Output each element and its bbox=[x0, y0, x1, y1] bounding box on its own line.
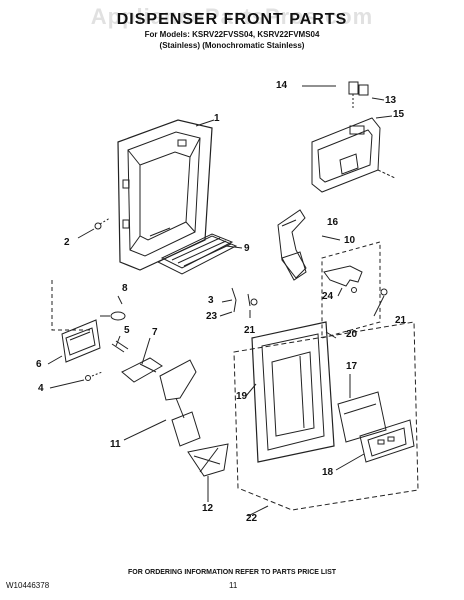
part-4-screw bbox=[85, 371, 103, 381]
callout-24: 24 bbox=[322, 291, 334, 302]
callout-21-right: 21 bbox=[395, 315, 407, 326]
callout-23: 23 bbox=[206, 311, 218, 322]
callout-14: 14 bbox=[276, 80, 288, 91]
part-13-14-clips bbox=[348, 81, 369, 110]
part-2-screw bbox=[94, 217, 111, 230]
callout-12: 12 bbox=[202, 503, 214, 514]
document-number: W10446378 bbox=[6, 581, 50, 590]
callout-4: 4 bbox=[38, 383, 44, 394]
callout-9: 9 bbox=[244, 243, 250, 254]
callout-13: 13 bbox=[385, 95, 397, 106]
part-1-housing bbox=[117, 119, 213, 271]
model-list: For Models: KSRV22FVSS04, KSRV22FVMS04 bbox=[144, 30, 320, 39]
part-8-sensor bbox=[100, 311, 126, 321]
callout-19: 19 bbox=[236, 391, 248, 402]
part-19-20-door bbox=[251, 321, 335, 463]
callout-1: 1 bbox=[214, 113, 220, 124]
part-5-spring bbox=[111, 340, 129, 353]
callout-10: 10 bbox=[344, 235, 356, 246]
part-3-23-pins bbox=[231, 287, 251, 313]
callout-17: 17 bbox=[346, 361, 358, 372]
page-number: 11 bbox=[229, 581, 238, 590]
callout-21-left: 21 bbox=[244, 325, 256, 336]
part-21-screw-left bbox=[250, 298, 258, 306]
part-16-lever bbox=[277, 209, 307, 281]
part-18-control bbox=[359, 419, 415, 463]
callout-6: 6 bbox=[36, 359, 42, 370]
callout-11: 11 bbox=[110, 439, 121, 450]
part-6-board bbox=[61, 319, 101, 363]
callout-20: 20 bbox=[346, 329, 358, 340]
watermark: AppliancePartsPros.com bbox=[90, 4, 374, 29]
callout-7: 7 bbox=[152, 327, 158, 338]
callout-5: 5 bbox=[124, 325, 130, 336]
callout-22: 22 bbox=[246, 513, 258, 524]
part-7-actuator bbox=[121, 357, 163, 383]
callout-16: 16 bbox=[327, 217, 339, 228]
callout-18: 18 bbox=[322, 467, 334, 478]
callout-2: 2 bbox=[64, 237, 70, 248]
part-10-24-switch bbox=[323, 265, 363, 293]
part-12-cup bbox=[187, 443, 229, 477]
part-11-paddle bbox=[159, 359, 201, 447]
part-15-bracket bbox=[311, 117, 396, 193]
part-17-panel bbox=[337, 391, 387, 443]
page-title: DISPENSER FRONT PARTS bbox=[116, 11, 348, 28]
callout-8: 8 bbox=[122, 283, 128, 294]
part-21-screw-right bbox=[380, 288, 388, 296]
part-9-drip-tray bbox=[156, 233, 238, 275]
ordering-note: FOR ORDERING INFORMATION REFER TO PARTS … bbox=[127, 569, 337, 576]
callout-15: 15 bbox=[393, 109, 405, 120]
model-variants: (Stainless) (Monochromatic Stainless) bbox=[159, 41, 305, 50]
callout-3: 3 bbox=[208, 295, 214, 306]
